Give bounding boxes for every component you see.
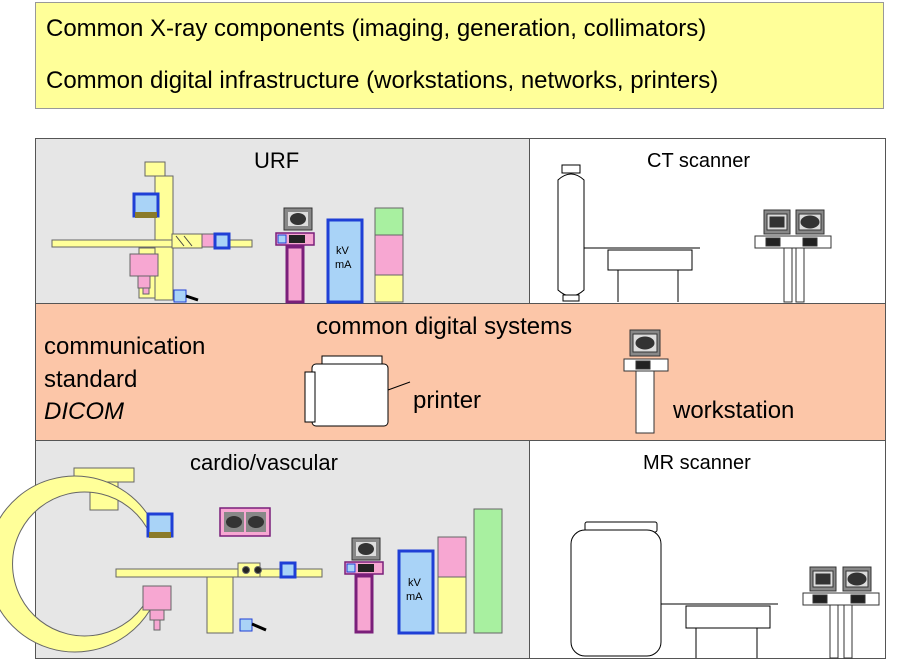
urf-generator <box>326 218 364 304</box>
cardio-title: cardio/vascular <box>190 450 338 475</box>
urf-generator-kv: kV <box>336 245 349 257</box>
digital-systems-title: common digital systems <box>316 313 573 340</box>
mr-workstation <box>802 566 880 659</box>
cardio-generator-ma: mA <box>406 591 423 603</box>
ct-panel <box>529 138 886 304</box>
dicom-label: DICOM <box>44 398 124 425</box>
standard-line-1: communication <box>44 333 206 360</box>
urf-workstation <box>275 207 315 304</box>
cardio-monitors <box>219 507 271 537</box>
header-box: Common X-ray components (imaging, genera… <box>35 2 884 109</box>
urf-control-box <box>173 289 187 303</box>
mr-scanner <box>570 521 778 658</box>
printer-label: printer <box>413 387 482 414</box>
cardio-generator <box>397 549 435 635</box>
workstation-label: workstation <box>673 397 795 424</box>
header-line-1: Common X-ray components (imaging, genera… <box>46 15 707 42</box>
ct-scanner <box>557 164 700 302</box>
urf-system <box>51 161 253 301</box>
printer <box>304 355 411 427</box>
urf-title: URF <box>254 148 300 173</box>
cardio-control-box <box>239 618 253 632</box>
urf-collimator <box>213 232 231 250</box>
standard-line-2: standard <box>44 366 138 393</box>
cardio-workstation <box>344 537 384 634</box>
cardio-cabinet <box>437 508 503 634</box>
ct-workstation <box>754 209 832 303</box>
urf-generator-ma: mA <box>335 259 352 271</box>
ct-title: CT scanner <box>647 150 751 172</box>
urf-cabinet <box>374 207 404 303</box>
cardio-collimator <box>279 561 297 579</box>
header-line-2: Common digital infrastructure (workstati… <box>46 67 719 94</box>
workstation <box>623 329 669 434</box>
c-arm-system <box>0 467 323 653</box>
cardio-generator-kv: kV <box>408 577 421 589</box>
urf-panel <box>35 138 530 304</box>
mr-title: MR scanner <box>643 452 751 474</box>
